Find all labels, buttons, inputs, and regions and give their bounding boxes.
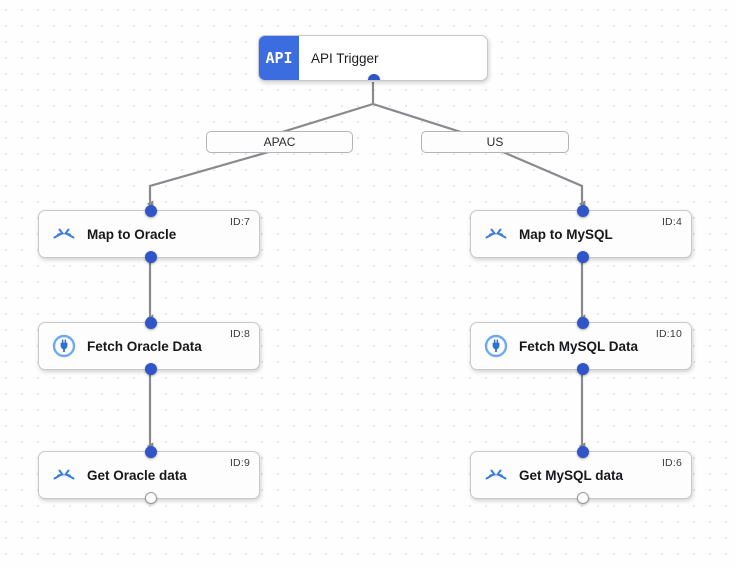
output-port[interactable] xyxy=(145,492,157,504)
node-id-label: ID:6 xyxy=(661,457,682,469)
node-id-label: ID:4 xyxy=(661,216,682,228)
branch-label-text: US xyxy=(486,135,504,149)
node-id-label: ID:10 xyxy=(655,328,682,340)
node-title: Fetch MySQL Data xyxy=(519,338,639,354)
node-title: Get MySQL data xyxy=(519,467,624,483)
node-title: API Trigger xyxy=(311,50,379,66)
input-port[interactable] xyxy=(145,205,157,217)
node-title: Map to MySQL xyxy=(519,226,613,242)
node-id-label: ID:8 xyxy=(229,328,250,340)
database-plug-icon xyxy=(483,333,509,359)
edge-trigger-us xyxy=(372,102,465,135)
edge-us-map-mysql xyxy=(495,147,586,208)
arrows-merge-icon xyxy=(483,221,509,247)
node-fetch-oracle-data[interactable]: Fetch Oracle Data ID:8 xyxy=(38,317,260,375)
input-port[interactable] xyxy=(145,317,157,329)
node-title: Get Oracle data xyxy=(87,467,187,483)
node-title: Fetch Oracle Data xyxy=(87,338,202,354)
arrows-merge-icon xyxy=(51,221,77,247)
edge-trigger-apac xyxy=(278,102,374,135)
output-port[interactable] xyxy=(577,251,589,263)
branch-label-apac[interactable]: APAC xyxy=(206,131,353,153)
node-map-to-mysql[interactable]: Map to MySQL ID:4 xyxy=(470,205,692,263)
node-get-mysql-data[interactable]: Get MySQL data ID:6 xyxy=(470,446,692,504)
edge-apac-map-oracle xyxy=(146,147,280,208)
node-api-trigger[interactable]: API API Trigger xyxy=(258,35,488,81)
output-port[interactable] xyxy=(145,251,157,263)
input-port[interactable] xyxy=(145,446,157,458)
input-port[interactable] xyxy=(577,446,589,458)
input-port[interactable] xyxy=(577,317,589,329)
output-port[interactable] xyxy=(577,363,589,375)
output-port[interactable] xyxy=(368,74,380,80)
output-port[interactable] xyxy=(145,363,157,375)
branch-label-us[interactable]: US xyxy=(421,131,569,153)
output-port[interactable] xyxy=(577,492,589,504)
node-fetch-mysql-data[interactable]: Fetch MySQL Data ID:10 xyxy=(470,317,692,375)
node-title: Map to Oracle xyxy=(87,226,177,242)
node-id-label: ID:9 xyxy=(229,457,250,469)
node-map-to-oracle[interactable]: Map to Oracle ID:7 xyxy=(38,205,260,263)
input-port[interactable] xyxy=(577,205,589,217)
branch-label-text: APAC xyxy=(263,135,296,149)
arrows-merge-icon xyxy=(51,462,77,488)
node-get-oracle-data[interactable]: Get Oracle data ID:9 xyxy=(38,446,260,504)
api-badge-icon: API xyxy=(259,36,299,80)
arrows-merge-icon xyxy=(483,462,509,488)
node-id-label: ID:7 xyxy=(229,216,250,228)
database-plug-icon xyxy=(51,333,77,359)
